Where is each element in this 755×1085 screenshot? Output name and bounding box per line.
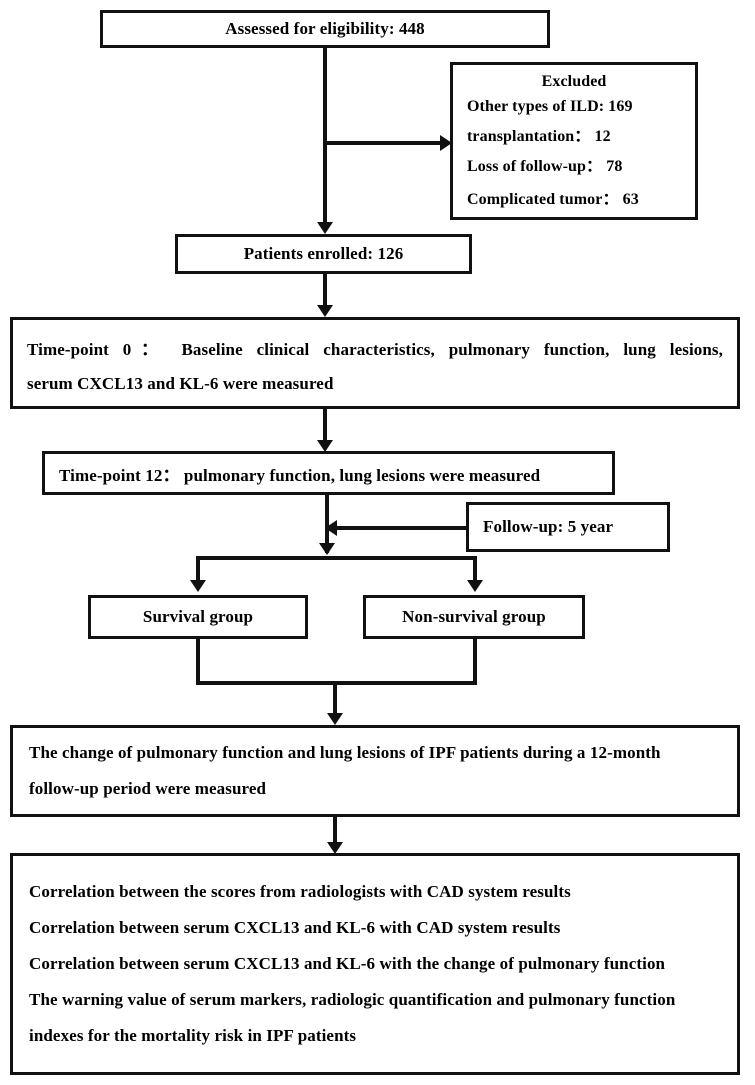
change-line-1: The change of pulmonary function and lun… — [29, 743, 661, 762]
node-outcome-analyses: Correlation between the scores from radi… — [10, 853, 740, 1075]
connector-timepoint0-to-timepoint12 — [323, 409, 327, 447]
timepoint0-line-1: Time-point 0： Baseline clinical characte… — [27, 339, 723, 359]
arrowhead-to-timepoint12 — [317, 440, 333, 452]
merge-right-riser — [473, 639, 477, 685]
arrowhead-followup-to-trunk — [325, 520, 337, 536]
arrowhead-to-survival — [190, 580, 206, 592]
connector-merge-to-change — [333, 681, 337, 721]
node-timepoint-0: Time-point 0： Baseline clinical characte… — [10, 317, 740, 409]
followup-label: Follow-up: 5 year — [483, 517, 614, 536]
connector-to-excluded — [323, 141, 448, 145]
node-timepoint-12: Time-point 12： pulmonary function, lung … — [42, 451, 615, 495]
survival-label: Survival group — [142, 607, 254, 626]
connector-assessed-to-enrolled — [323, 48, 327, 228]
outcome-line-2: Correlation between serum CXCL13 and KL-… — [29, 954, 666, 973]
split-left-drop — [196, 556, 200, 584]
node-assessed-label: Assessed for eligibility: 448 — [225, 19, 425, 38]
split-right-drop — [473, 556, 477, 584]
change-line-2: follow-up period were measured — [29, 779, 267, 798]
node-assessed-for-eligibility: Assessed for eligibility: 448 — [100, 10, 550, 48]
arrowhead-to-timepoint0 — [317, 305, 333, 317]
arrowhead-to-change-box — [327, 713, 343, 725]
timepoint0-line-2: serum CXCL13 and KL-6 were measured — [27, 373, 334, 393]
node-change-of-function: The change of pulmonary function and lun… — [10, 725, 740, 817]
node-enrolled-label: Patients enrolled: 126 — [243, 244, 404, 263]
connector-followup-to-trunk — [333, 526, 469, 530]
split-bar — [196, 556, 477, 560]
connector-change-to-outcomes — [333, 817, 337, 849]
nonsurvival-label: Non-survival group — [402, 607, 546, 626]
connector-enrolled-to-timepoint0 — [323, 274, 327, 310]
merge-left-riser — [196, 639, 200, 685]
outcome-line-1: Correlation between serum CXCL13 and KL-… — [29, 918, 561, 937]
outcome-line-3: The warning value of serum markers, radi… — [29, 990, 676, 1009]
timepoint12-label: Time-point 12： pulmonary function, lung … — [59, 465, 541, 485]
excluded-item-2: Loss of follow-up： 78 — [467, 158, 623, 175]
arrowhead-to-outcomes-box — [327, 842, 343, 854]
arrowhead-to-split-bar — [319, 543, 335, 555]
excluded-item-3: Complicated tumor： 63 — [467, 191, 639, 208]
arrowhead-to-nonsurvival — [467, 580, 483, 592]
node-excluded: Excluded Other types of ILD: 169 transpl… — [450, 62, 698, 220]
node-followup: Follow-up: 5 year — [466, 502, 670, 552]
node-nonsurvival-group: Non-survival group — [363, 595, 585, 639]
outcome-line-0: Correlation between the scores from radi… — [29, 882, 571, 901]
node-excluded-heading: Excluded — [541, 73, 607, 90]
arrowhead-to-excluded — [440, 135, 452, 151]
node-survival-group: Survival group — [88, 595, 308, 639]
excluded-item-0: Other types of ILD: 169 — [467, 98, 633, 115]
excluded-item-1: transplantation： 12 — [467, 128, 611, 145]
outcome-line-4: indexes for the mortality risk in IPF pa… — [29, 1026, 357, 1045]
arrowhead-to-enrolled — [317, 222, 333, 234]
node-patients-enrolled: Patients enrolled: 126 — [175, 234, 472, 274]
